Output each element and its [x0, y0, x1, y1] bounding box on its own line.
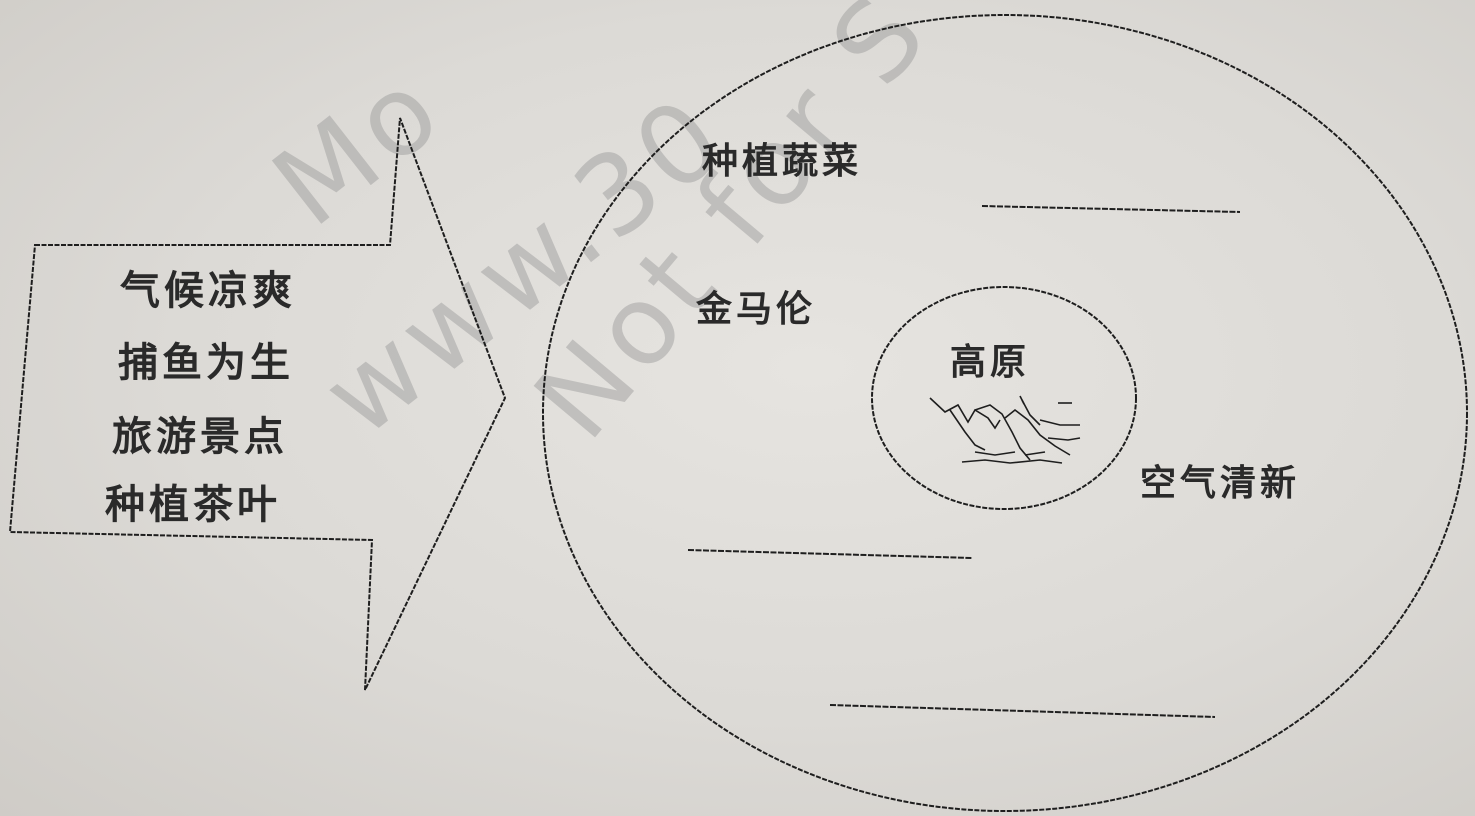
inner-circle: [871, 286, 1137, 510]
label-fresh-air: 空气清新: [1140, 462, 1301, 504]
arrow-line-3: 旅游景点: [112, 413, 288, 460]
outer-circle: [542, 14, 1468, 812]
arrow-line-1: 气候凉爽: [120, 267, 296, 314]
blank-line-1: [981, 205, 1241, 213]
label-plateau: 高原: [950, 341, 1031, 383]
arrow-line-2: 捕鱼为生: [118, 339, 294, 386]
arrow-line-4: 种植茶叶: [105, 481, 281, 528]
blank-line-2: [687, 549, 973, 559]
label-vegetables: 种植蔬菜: [702, 140, 863, 182]
mountain-sketch-icon: [929, 395, 1081, 464]
blank-line-3: [829, 704, 1216, 718]
label-kimalon: 金马伦: [696, 288, 817, 330]
arrow-shape: [8, 117, 507, 691]
